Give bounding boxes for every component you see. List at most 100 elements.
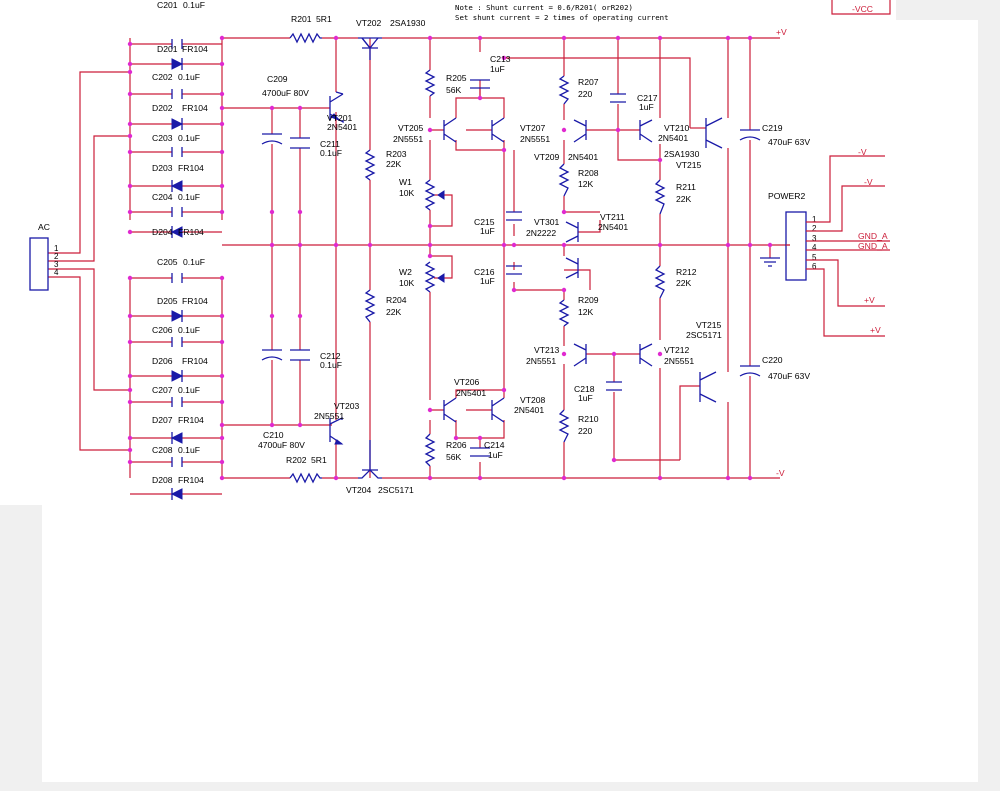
value-c213: 1uF [490,64,505,74]
label-vt201: VT201 [327,113,353,123]
label-vt215c: VT215 [696,320,722,330]
label-c214: C214 [484,440,505,450]
label-r206: R206 [446,440,467,450]
background-bottom-strip [0,782,1000,791]
ac-pin-2: 2 [54,252,59,261]
label-r209: R209 [578,295,599,305]
value-c215: 1uF [480,226,495,236]
power2-net-2: -V [864,177,873,187]
value-r203: 22K [386,159,402,169]
value-vt204: 2SC5171 [378,485,414,495]
label-c204: C204 [152,192,173,202]
value-c203: 0.1uF [178,133,200,143]
label-vt209: VT209 [534,152,560,162]
value-r208: 12K [578,179,594,189]
value-c212: 0.1uF [320,360,342,370]
power2-net-6: +V [870,325,881,335]
label-c215: C215 [474,217,495,227]
label-d206: D206 [152,356,173,366]
value-c209: 4700uF 80V [262,88,309,98]
label-c209: C209 [267,74,288,84]
label-c220: C220 [762,355,783,365]
power2-pin-5: 5 [812,253,817,262]
power2-net-5: +V [864,295,875,305]
bridge-capacitors [171,39,183,467]
value-c219: 470uF 63V [768,137,810,147]
value-r205: 56K [446,85,462,95]
label-vt206: VT206 [454,377,480,387]
ac-pin-4: 4 [54,268,59,277]
label-c201: C201 [157,0,178,10]
value-r206: 56K [446,452,462,462]
value-vt202: 2SA1930 [390,18,426,28]
label-d201: D201 [157,44,178,54]
value-r212: 22K [676,278,692,288]
value-r201: 5R1 [316,14,332,24]
value-c217: 1uF [639,102,654,112]
label-vt203: VT203 [334,401,360,411]
neg-vcc-port: -VCC [831,0,891,15]
value-c204: 0.1uF [178,192,200,202]
value-vt213: 2N5551 [526,356,556,366]
power2-pin-1: 1 [812,215,817,224]
value-d202: FR104 [182,103,208,113]
label-c203: C203 [152,133,173,143]
label-r204: R204 [386,295,407,305]
bottom-rail-label: -V [776,468,785,478]
power2-pin-2: 2 [812,224,817,233]
background-left-strip [0,505,42,791]
label-c207: C207 [152,385,173,395]
power2-net-4: GND_A [858,241,888,251]
label-c202: C202 [152,72,173,82]
label-r202: R202 [286,455,307,465]
label-c212: C212 [320,351,341,361]
label-vt208: VT208 [520,395,546,405]
value-vt205: 2N5551 [393,134,423,144]
ac-pin-1: 1 [54,244,59,253]
label-vt211: VT211 [600,212,625,222]
value-d208: FR104 [178,475,204,485]
label-r211: R211 [676,182,696,192]
label-d205: D205 [157,296,178,306]
label-vt213: VT213 [534,345,560,355]
label-r212: R212 [676,267,697,277]
label-vt212: VT212 [664,345,690,355]
label-r203: R203 [386,149,407,159]
label-c210: C210 [263,430,284,440]
r202-symbol [289,472,322,484]
value-d203: FR104 [178,163,204,173]
value-d206: FR104 [182,356,208,366]
value-r202: 5R1 [311,455,327,465]
value-c207: 0.1uF [178,385,200,395]
value-c202: 0.1uF [178,72,200,82]
label-vt210: VT210 [664,123,690,133]
ac-connector: AC 1 2 3 4 [29,222,59,291]
label-c217: C217 [637,93,658,103]
value-vt208: 2N5401 [514,405,544,415]
label-r210: R210 [578,414,599,424]
ac-pin-3: 3 [54,260,59,269]
value-c210: 4700uF 80V [258,440,305,450]
power2-net-3: GND_A [858,231,888,241]
value-d207: FR104 [178,415,204,425]
value-c206: 0.1uF [178,325,200,335]
r201-symbol [289,32,322,44]
power2-pin-4: 4 [812,243,817,252]
value-r204: 22K [386,307,402,317]
junctions [127,35,773,481]
value-c216: 1uF [480,276,495,286]
value-c214: 1uF [488,450,503,460]
value-c218: 1uF [578,393,593,403]
label-vt207: VT207 [520,123,546,133]
power2-connector: POWER2 1 2 3 4 5 6 -V -V GND_A GND_A +V … [768,147,890,337]
value-w1: 10K [399,188,415,198]
ac-ref: AC [38,222,50,232]
label-c206: C206 [152,325,173,335]
bridge-diodes [170,58,184,500]
label-vt215a: 2SA1930 [664,149,700,159]
power2-net-1: -V [858,147,867,157]
value-vt210: 2N5401 [658,133,688,143]
label-r207: R207 [578,77,599,87]
